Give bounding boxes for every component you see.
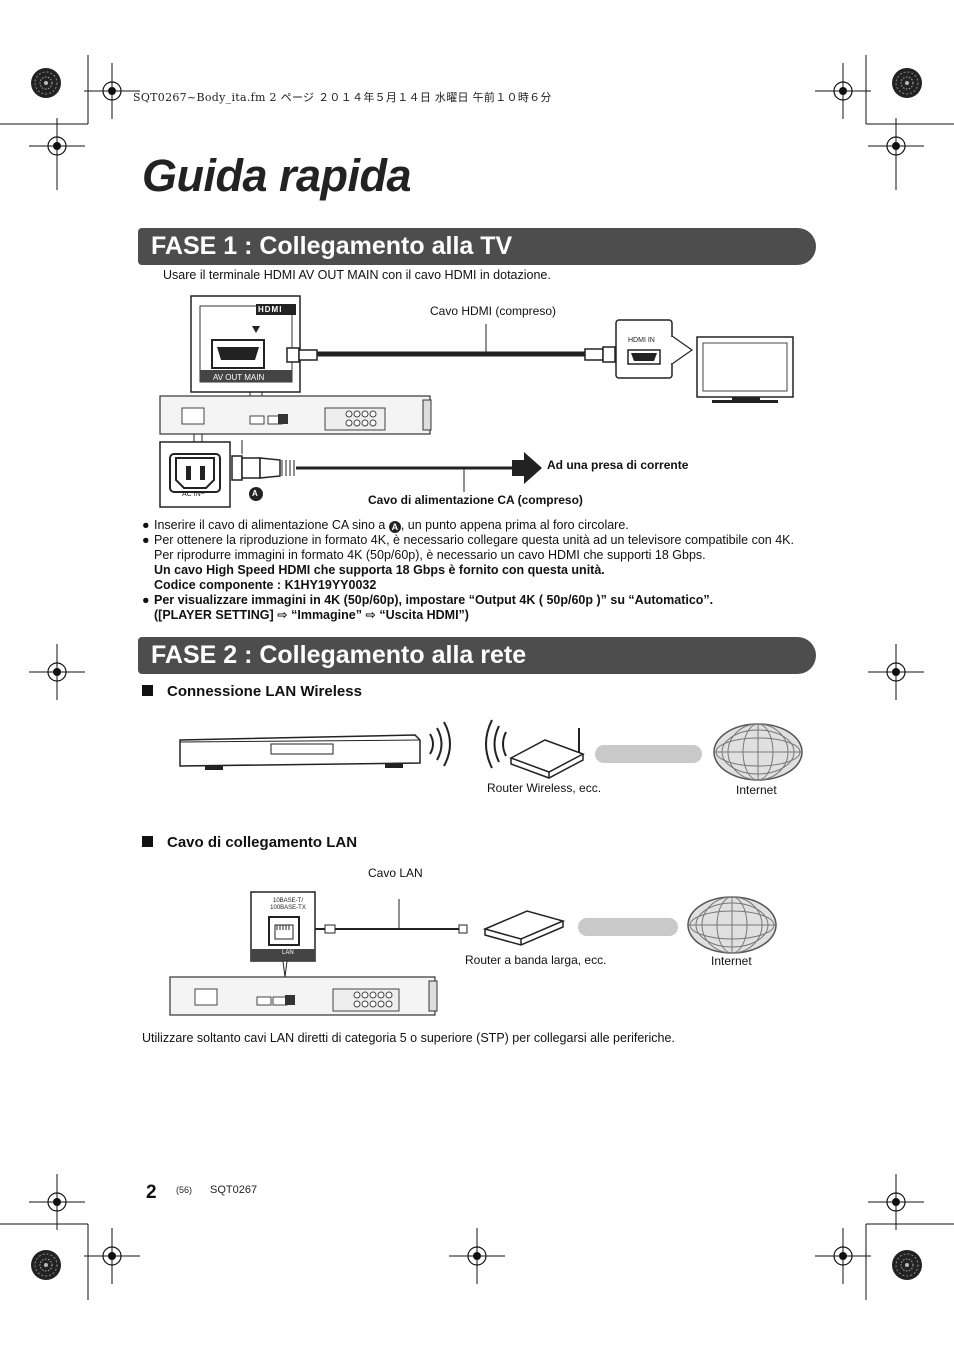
connection-bar [578, 918, 678, 936]
broadband-router-label: Router a banda larga, ecc. [465, 953, 607, 967]
page-title: Guida rapida [142, 150, 412, 201]
marker-a-icon [249, 487, 263, 501]
internet-globe-icon [687, 896, 777, 954]
note-3: ● Per visualizzare immagini in 4K (50p/6… [142, 593, 714, 607]
note-1: ● Inserire il cavo di alimentazione CA s… [142, 518, 629, 533]
ac-in-label: AC IN [182, 491, 201, 498]
step1-heading-text: FASE 1 : Collegamento alla TV [151, 232, 513, 260]
connection-bar [595, 745, 702, 763]
broadband-router-icon [482, 910, 566, 940]
marker-a-label: A [252, 489, 258, 498]
note-2-line-2: Per riprodurre immagini in formato 4K (5… [154, 548, 706, 562]
arrow-right-icon [512, 452, 542, 484]
step2-heading-text: FASE 2 : Collegamento alla rete [151, 641, 527, 669]
wired-diagram [169, 891, 777, 1016]
step1-heading: FASE 1 : Collegamento alla TV [138, 228, 816, 265]
wireless-internet-label: Internet [736, 783, 777, 797]
hdmi-in-label: HDMI IN [628, 337, 655, 344]
hdmi-in-zoom-box [615, 319, 673, 379]
arrow-down-icon [252, 326, 260, 333]
page-number: 2 [146, 1182, 157, 1203]
bullet-icon: ● [142, 518, 150, 532]
print-header: SQT0267~Body_ita.fm 2 ページ ２０１４年５月１４日 水曜日… [133, 91, 552, 104]
square-bullet-icon [142, 685, 153, 696]
bullet-icon: ● [142, 533, 150, 547]
lan-port-spec: 10BASE-T/ 100BASE-TX [270, 898, 306, 911]
page-ref: (56) [176, 1185, 193, 1195]
wireless-heading: Connessione LAN Wireless [142, 683, 362, 700]
hdmi-cable-label: Cavo HDMI (compreso) [430, 304, 557, 318]
step1-notes: ● Inserire il cavo di alimentazione CA s… [142, 518, 794, 623]
wireless-diagram [179, 719, 803, 781]
wired-heading: Cavo di collegamento LAN [142, 834, 357, 851]
wifi-waves-icon [429, 721, 451, 767]
power-cable-label: Cavo di alimentazione CA (compreso) [368, 493, 583, 507]
wired-internet-label: Internet [711, 954, 752, 968]
lan-footnote: Utilizzare soltanto cavi LAN diretti di … [142, 1031, 675, 1045]
note-2-line-4: Codice componente : K1HY19YY0032 [154, 578, 377, 592]
wireless-router-label: Router Wireless, ecc. [487, 781, 602, 795]
lan-cable-label: Cavo LAN [368, 866, 423, 880]
lan-port-name: LAN [282, 950, 294, 956]
step1-intro: Usare il terminale HDMI AV OUT MAIN con … [163, 268, 551, 282]
hdmi-logo-text: HDMI [258, 305, 283, 314]
note-3-line-2: ([PLAYER SETTING] ⇨ “Immagine” ⇨ “Uscita… [154, 608, 469, 622]
ac-symbol: ~ [200, 491, 205, 498]
internet-globe-icon [713, 723, 803, 781]
step2-heading: FASE 2 : Collegamento alla rete [138, 637, 816, 674]
square-bullet-icon [142, 836, 153, 847]
tv-connection-diagram [159, 295, 794, 508]
marker-a-icon: A [388, 521, 401, 533]
note-2-line-3: Un cavo High Speed HDMI che supporta 18 … [154, 563, 605, 577]
bullet-icon: ● [142, 593, 150, 607]
doc-code: SQT0267 [210, 1184, 258, 1196]
note-2: ● Per ottenere la riproduzione in format… [142, 533, 794, 547]
hdmi-logo-icon [256, 304, 296, 315]
power-outlet-label: Ad una presa di corrente [547, 458, 689, 472]
router-waves-icon [485, 719, 507, 769]
av-out-main-label: AV OUT MAIN [213, 373, 265, 382]
